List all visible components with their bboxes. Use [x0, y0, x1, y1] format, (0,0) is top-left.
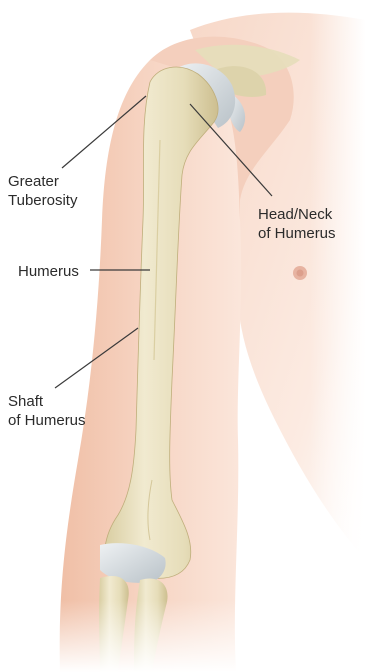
shaft-label-line2: of Humerus: [8, 411, 86, 430]
greater-tuberosity-label-line1: Greater: [8, 172, 77, 191]
greater-tuberosity-label-line2: Tuberosity: [8, 191, 77, 210]
shaft-label-line1: Shaft: [8, 392, 86, 411]
head-neck-label-line1: Head/Neck: [258, 205, 336, 224]
head-neck-label-line2: of Humerus: [258, 224, 336, 243]
humerus-label: Humerus: [18, 262, 79, 281]
humerus-label-text: Humerus: [18, 262, 79, 281]
head-neck-label: Head/Neck of Humerus: [258, 205, 336, 243]
greater-tuberosity-label: Greater Tuberosity: [8, 172, 77, 210]
shaft-label: Shaft of Humerus: [8, 392, 86, 430]
